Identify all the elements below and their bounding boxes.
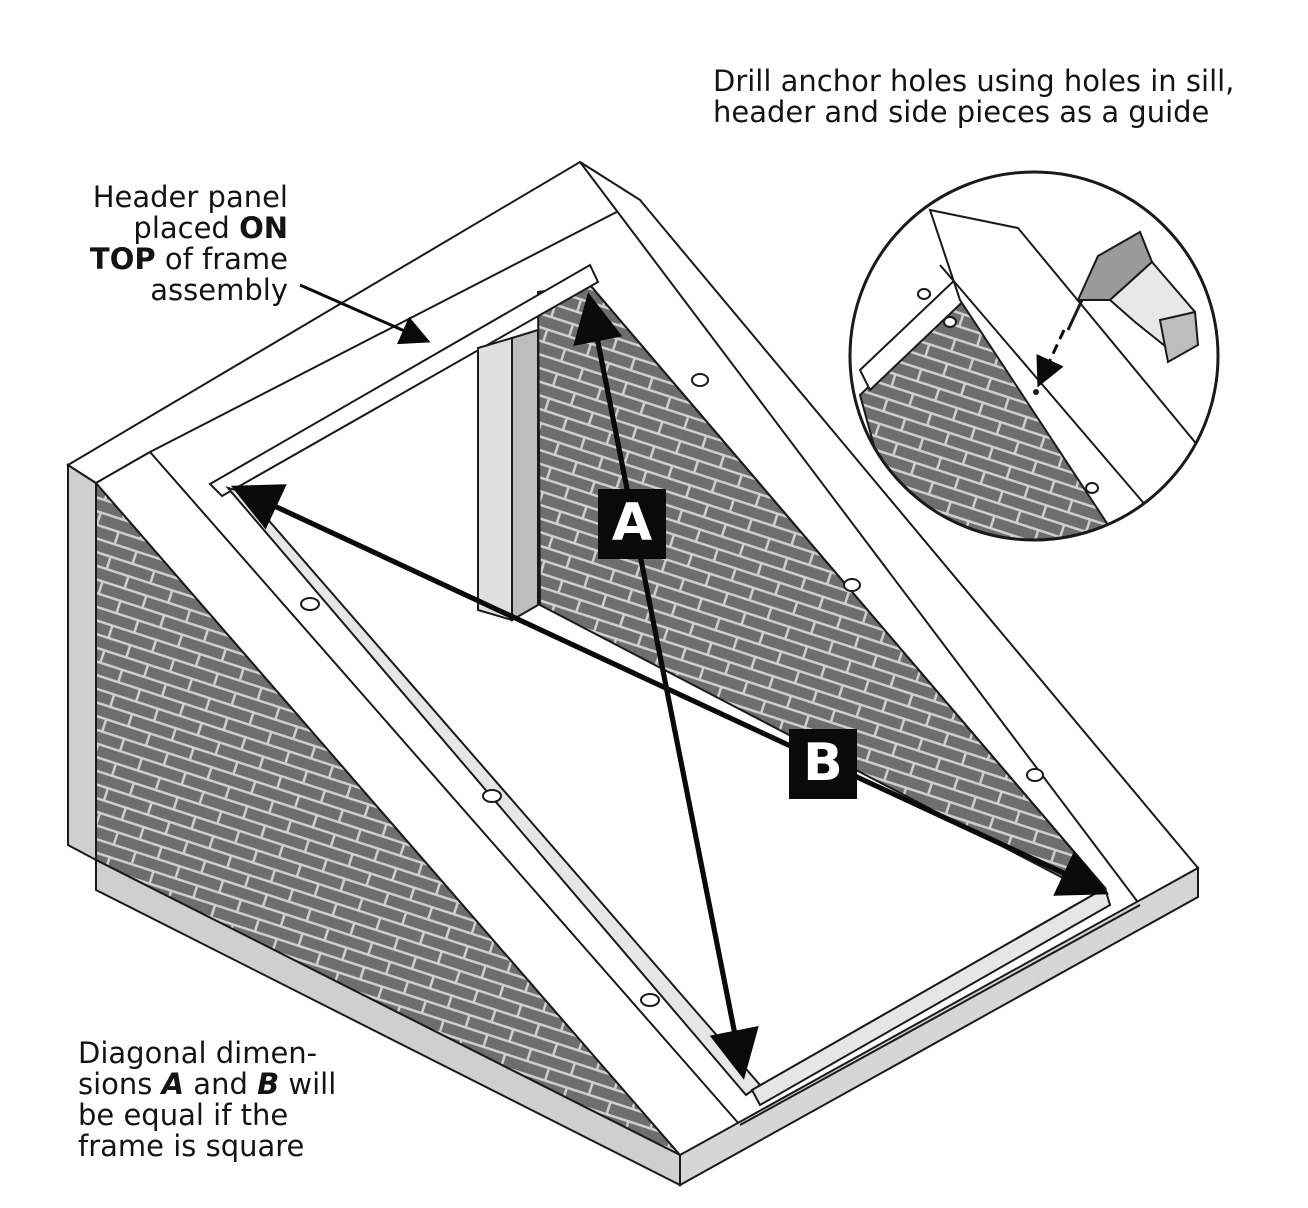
header-note-line-3-text: of frame: [155, 242, 288, 276]
header-note-line-4: assembly: [150, 273, 288, 307]
sloped-panel: [66, 160, 1200, 1187]
dimension-label-b: B: [789, 729, 857, 799]
drill-detail-inset: [848, 170, 1220, 542]
diagonal-dimensions-note: Diagonal dimen- sions A and B will be eq…: [78, 1038, 378, 1162]
diagonal-note-line-2c: will: [279, 1067, 337, 1101]
diagonal-note-a-emphasis: A: [161, 1067, 185, 1101]
anchor-pins: [300, 373, 1044, 1007]
dimension-label-a: A: [598, 489, 666, 559]
header-note-top-emphasis: TOP: [89, 242, 156, 276]
header-note-line-2-text: placed: [133, 211, 240, 245]
diagonal-note-line-1: Diagonal dimen-: [78, 1036, 318, 1070]
header-panel-note: Header panel placed ON TOP of frame asse…: [60, 182, 288, 306]
drill-instruction-text: Drill anchor holes using holes in sill, …: [713, 66, 1273, 128]
drill-instruction-line-2: header and side pieces as a guide: [713, 95, 1210, 129]
header-note-line-2: placed ON: [60, 213, 288, 244]
drill-instruction-line-1: Drill anchor holes using holes in sill,: [713, 64, 1235, 98]
header-note-on-emphasis: ON: [239, 211, 288, 245]
diagonal-note-line-2: sions A and B will: [78, 1069, 378, 1100]
diagonal-note-line-4: frame is square: [78, 1129, 305, 1163]
header-callout-arrow: [299, 283, 431, 345]
dimension-arrows: [230, 292, 1110, 1080]
drill-icon: [1066, 230, 1200, 364]
diagonal-note-line-2b: and: [184, 1067, 258, 1101]
header-note-line-1: Header panel: [92, 180, 288, 214]
diagonal-note-line-2a: sions: [78, 1067, 162, 1101]
diagonal-note-b-emphasis: B: [257, 1067, 280, 1101]
diagonal-note-line-3: be equal if the: [78, 1098, 289, 1132]
header-note-line-3: TOP of frame: [60, 244, 288, 275]
